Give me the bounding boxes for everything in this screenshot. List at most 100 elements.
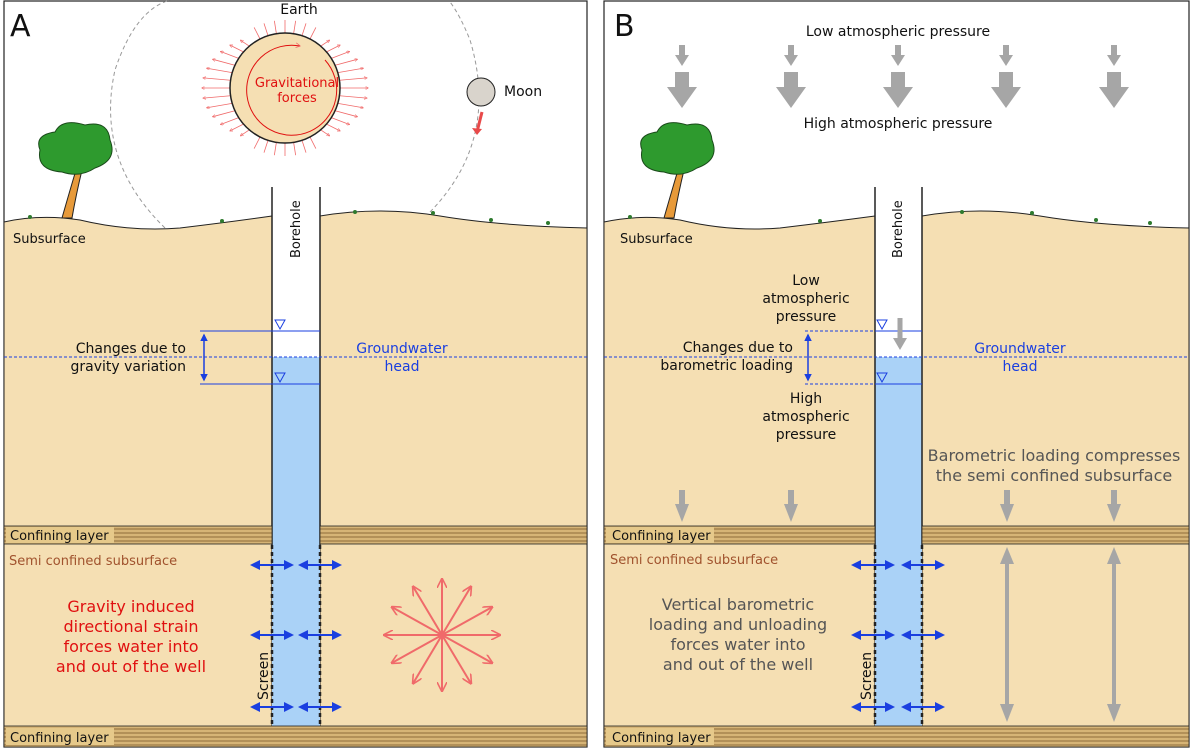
confining-label-bg xyxy=(6,527,114,543)
low-pressure-arrow xyxy=(1111,45,1117,55)
earth-label: Earth xyxy=(280,2,318,18)
low-pressure-top-label: Low atmospheric pressure xyxy=(806,24,990,40)
low-pressure-arrow-head xyxy=(784,55,798,66)
strain-text-1: Gravity induced xyxy=(67,597,194,616)
gravitational-forces-label-1: Gravitational xyxy=(255,76,339,91)
water-level-marker-high xyxy=(274,319,286,331)
high-pressure-arrow-head xyxy=(1099,87,1129,108)
vertical-text-4: and out of the well xyxy=(663,655,813,674)
high-pressure-arrow-head xyxy=(667,87,697,108)
compression-arrow-head xyxy=(1107,504,1121,522)
grass-tufts xyxy=(28,210,550,225)
water-level-marker-high-b xyxy=(876,319,888,331)
low-pressure-arrow xyxy=(788,45,794,55)
water-level-marker-low-b xyxy=(876,372,888,384)
strain-arrow xyxy=(441,607,492,636)
changes-label-b-1: Changes due to xyxy=(683,340,793,356)
high-pressure-label-3: pressure xyxy=(776,427,836,443)
strain-arrow xyxy=(441,634,492,663)
vertical-strain-arrow-down xyxy=(1000,704,1014,722)
panel-b-letter: B xyxy=(614,9,635,44)
water-level-marker-low xyxy=(274,372,286,384)
high-pressure-arrow-head xyxy=(883,87,913,108)
moon-icon xyxy=(466,77,496,107)
strain-arrow xyxy=(413,587,443,636)
soil-a-right xyxy=(319,210,588,748)
strain-arrow xyxy=(441,587,471,636)
panel-a: Earth Gravitational forces Moon Borehole… xyxy=(3,0,588,748)
low-pressure-arrow xyxy=(895,45,901,55)
moon-arrow-head xyxy=(472,128,482,135)
panel-b: Low atmospheric pressure High atmospheri… xyxy=(603,0,1190,748)
compression-arrow xyxy=(1111,490,1117,504)
tree-icon-b xyxy=(640,122,715,219)
compression-arrow xyxy=(1004,490,1010,504)
confining-layer-top-right xyxy=(319,525,588,545)
groundwater-head-label-2: head xyxy=(385,359,420,375)
compression-arrow-head xyxy=(784,504,798,522)
confining-layer-label-bottom: Confining layer xyxy=(10,731,109,746)
strain-arrow xyxy=(392,634,443,663)
subsurface-label-b: Subsurface xyxy=(620,232,693,247)
low-pressure-label-2: atmospheric xyxy=(762,291,849,307)
gravitational-forces-label-2: forces xyxy=(277,91,317,106)
low-pressure-label-3: pressure xyxy=(776,309,836,325)
compression-arrow-head xyxy=(1000,504,1014,522)
compression-arrow xyxy=(788,490,794,504)
moon-label: Moon xyxy=(504,84,542,100)
strain-arrow xyxy=(441,634,471,683)
high-pressure-top-label: High atmospheric pressure xyxy=(804,116,993,132)
groundwater-head-label-b-1: Groundwater xyxy=(974,341,1066,357)
groundwater-head-label-b-2: head xyxy=(1003,359,1038,375)
rotation-arrow xyxy=(246,45,338,136)
subsurface-label: Subsurface xyxy=(13,232,86,247)
compress-text-2: the semi confined subsurface xyxy=(936,466,1172,485)
confining-layer-label-top: Confining layer xyxy=(10,529,109,544)
screen-label-b: Screen xyxy=(859,652,875,700)
compress-text-1: Barometric loading compresses xyxy=(928,446,1181,465)
well-water-b xyxy=(875,357,922,727)
high-pressure-arrow xyxy=(784,72,798,87)
semi-confined-label-b: Semi confined subsurface xyxy=(610,553,778,568)
compression-arrow-head xyxy=(675,504,689,522)
screen-label: Screen xyxy=(256,652,272,700)
changes-label-2: gravity variation xyxy=(70,359,186,375)
low-pressure-arrow-head xyxy=(675,55,689,66)
panel-a-letter: A xyxy=(10,9,31,44)
high-pressure-arrow xyxy=(1107,72,1121,87)
confining-layer-bottom-b xyxy=(603,725,1190,748)
confining-layer-label-top-b: Confining layer xyxy=(612,529,711,544)
vertical-strain-arrow xyxy=(1112,562,1116,706)
confining-layer-bottom xyxy=(3,725,588,748)
flow-arrows-a xyxy=(250,560,342,712)
strain-arrow xyxy=(413,634,443,683)
high-pressure-arrow-head xyxy=(991,87,1021,108)
high-pressure-arrow xyxy=(891,72,905,87)
soil-b-right xyxy=(921,210,1190,748)
high-pressure-label-1: High xyxy=(790,391,822,407)
low-pressure-arrow-head xyxy=(891,55,905,66)
vertical-strain-arrow-up xyxy=(1107,547,1121,564)
low-pressure-arrow-head xyxy=(1107,55,1121,66)
strain-arrow xyxy=(392,607,443,636)
strain-text-4: and out of the well xyxy=(56,657,206,676)
strain-text-3: forces water into xyxy=(63,637,198,656)
strain-text-2: directional strain xyxy=(63,617,198,636)
well-water xyxy=(272,357,320,727)
high-pressure-label-2: atmospheric xyxy=(762,409,849,425)
vertical-strain-arrow-down xyxy=(1107,704,1121,722)
changes-label-1: Changes due to xyxy=(76,341,186,357)
moon-orbit-right xyxy=(429,1,480,213)
low-pressure-label-1: Low xyxy=(792,273,820,289)
vertical-strain-arrow xyxy=(1005,562,1009,706)
strain-star-arrows xyxy=(384,579,500,691)
tree-icon xyxy=(38,122,113,219)
changes-label-b-2: barometric loading xyxy=(660,358,793,374)
moon-orbit xyxy=(110,0,171,229)
compression-arrows xyxy=(675,490,1121,722)
pressure-arrows-top xyxy=(667,45,1129,108)
low-pressure-arrow-head xyxy=(999,55,1013,66)
borehole-label: Borehole xyxy=(289,200,304,258)
vertical-text-3: forces water into xyxy=(670,635,805,654)
high-pressure-arrow-head xyxy=(776,87,806,108)
